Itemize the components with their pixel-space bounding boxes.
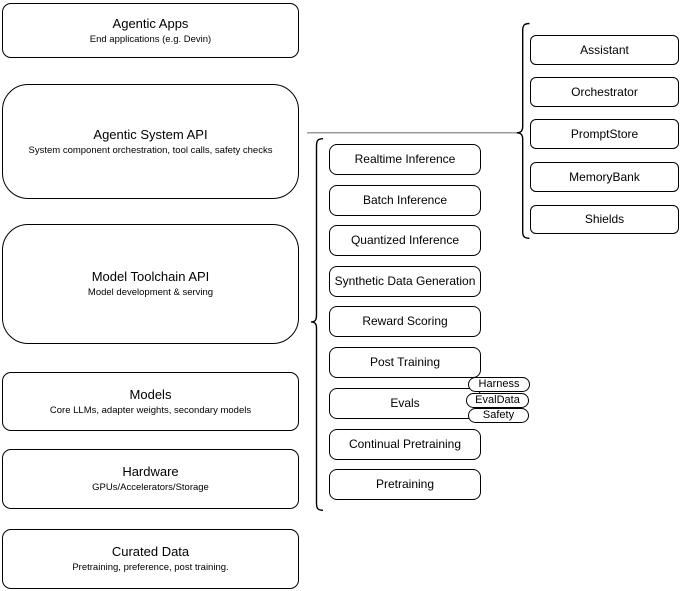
layer-curated-data: Curated Data Pretraining, preference, po… [2,529,299,589]
component-label: Shields [584,212,625,226]
service-batch-inference: Batch Inference [329,185,481,216]
layer-agentic-system-api: Agentic System API System component orch… [2,84,299,199]
service-continual-pretraining: Continual Pretraining [329,429,481,460]
tag-harness: Harness [468,377,530,392]
component-label: Assistant [580,42,629,57]
tag-safety: Safety [468,408,529,423]
layer-title: Models [129,386,172,402]
service-realtime-inference: Realtime Inference [329,144,481,175]
layer-hardware: Hardware GPUs/Accelerators/Storage [2,449,299,509]
service-label: Batch Inference [362,193,448,207]
tag-evaldata: EvalData [466,393,529,408]
component-promptstore: PromptStore [530,119,679,149]
layer-subtitle: System component orchestration, tool cal… [28,144,273,156]
service-quantized-inference: Quantized Inference [329,225,481,256]
layer-agentic-apps: Agentic Apps End applications (e.g. Devi… [2,3,299,58]
layer-subtitle: Core LLMs, adapter weights, secondary mo… [49,404,252,416]
service-label: Evals [390,396,420,410]
service-evals: Evals [329,388,481,419]
layer-title: Agentic Apps [112,15,189,31]
service-label: Reward Scoring [362,314,448,328]
service-label: Quantized Inference [350,233,460,247]
service-post-training: Post Training [329,347,481,378]
component-assistant: Assistant [530,35,679,65]
toolchain-brace [310,138,324,511]
layer-title: Curated Data [111,544,190,559]
service-label: Pretraining [375,477,435,491]
tag-label: Harness [478,378,520,390]
service-label: Continual Pretraining [348,437,462,451]
service-label: Realtime Inference [354,152,456,166]
service-reward-scoring: Reward Scoring [329,306,481,337]
layer-subtitle: GPUs/Accelerators/Storage [92,482,209,493]
component-memorybank: MemoryBank [530,162,679,192]
layer-subtitle: End applications (e.g. Devin) [89,33,212,45]
service-synthetic-data-generation: Synthetic Data Generation [329,266,481,297]
component-orchestrator: Orchestrator [530,77,679,107]
layer-models: Models Core LLMs, adapter weights, secon… [2,372,299,431]
service-pretraining: Pretraining [329,469,481,500]
tag-label: EvalData [475,394,520,406]
layer-subtitle: Pretraining, preference, post training. [72,562,229,573]
tag-label: Safety [482,409,515,421]
layer-model-toolchain-api: Model Toolchain API Model development & … [2,224,299,344]
system-brace [516,22,530,239]
service-label: Post Training [369,355,441,369]
service-label: Synthetic Data Generation [334,274,476,288]
layer-subtitle: Model development & serving [87,287,214,298]
layer-title: Hardware [122,464,179,479]
component-label: MemoryBank [569,169,640,184]
layer-title: Agentic System API [93,126,208,142]
component-label: PromptStore [570,126,639,141]
layer-title: Model Toolchain API [91,269,210,284]
component-shields: Shields [530,205,679,234]
component-label: Orchestrator [571,84,638,99]
